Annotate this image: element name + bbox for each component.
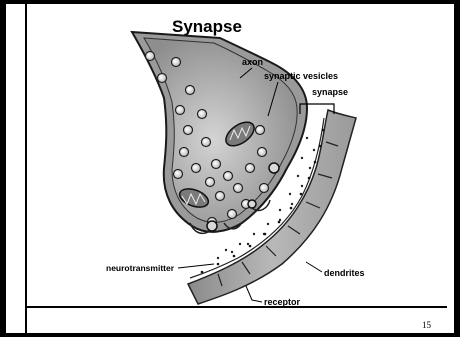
- neurotransmitter-label: neurotransmitter: [106, 263, 175, 273]
- label-dendrites: dendrites: [306, 262, 365, 278]
- dendrites-label: dendrites: [324, 268, 365, 278]
- slide-number: 15: [422, 320, 431, 330]
- label-neurotransmitter: neurotransmitter: [106, 263, 214, 273]
- receptor-label: receptor: [264, 297, 301, 307]
- diagram-title: Synapse: [172, 18, 242, 36]
- synapse-label: synapse: [312, 87, 348, 97]
- slide: Synapse: [6, 4, 454, 333]
- slide-margin: [6, 4, 25, 333]
- axon-terminal: [132, 32, 307, 233]
- label-receptor: receptor: [246, 286, 301, 307]
- synapse-diagram: Synapse: [102, 18, 374, 310]
- axon-label: axon: [242, 57, 263, 67]
- vertical-divider: [25, 4, 27, 333]
- synaptic-vesicles-label: synaptic vesicles: [264, 71, 338, 81]
